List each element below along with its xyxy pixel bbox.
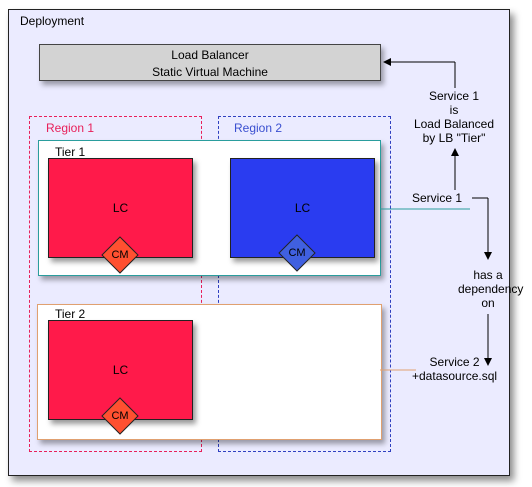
region-1-boundary — [29, 116, 202, 452]
dependency-line-text: dependency — [458, 282, 524, 296]
cm-node-tier1-region2[interactable]: CM — [278, 234, 316, 272]
cm-diamond-shape — [278, 234, 316, 272]
tier-1-label: Tier 1 — [55, 145, 86, 159]
cm-label: CM — [111, 410, 129, 422]
lb-annotation: Service 1 is Load Balanced by LB "Tier" — [404, 89, 504, 145]
cm-node-tier1-region1[interactable]: CM — [101, 236, 139, 274]
dependency-arrow-icon — [484, 252, 492, 260]
lb-annotation-line: Load Balanced — [413, 117, 495, 131]
lb-arrow-icon — [383, 58, 391, 66]
dependency-line-text: has a — [473, 268, 503, 282]
dependency-line-text: on — [481, 296, 495, 310]
region-1-label: Region 1 — [46, 121, 95, 135]
cm-diamond-shape — [101, 397, 139, 435]
cm-label: CM — [288, 247, 306, 259]
region-2-label: Region 2 — [234, 121, 283, 135]
region-2-boundary — [218, 116, 391, 452]
deployment-label: Deployment — [20, 14, 85, 28]
lc-label: LC — [112, 363, 129, 377]
load-balancer-subtitle: Static Virtual Machine — [152, 65, 268, 79]
service1-up-arrow-icon — [451, 148, 459, 156]
load-balancer-box[interactable]: Load Balancer Static Virtual Machine — [39, 44, 381, 81]
dependency-arrow-icon — [484, 358, 492, 366]
dependency-annotation: has a dependency on — [458, 268, 524, 310]
service1-label: Service 1 — [412, 191, 463, 205]
lb-annotation-line: Service 1 — [428, 89, 480, 103]
lc-label: LC — [112, 201, 129, 215]
load-balancer-title: Load Balancer — [171, 48, 249, 62]
service2-label: Service 2 +datasource.sql — [412, 355, 497, 383]
lb-annotation-line: is — [449, 103, 459, 117]
service2-name: Service 2 — [429, 355, 480, 369]
cm-node-tier2-region1[interactable]: CM — [101, 397, 139, 435]
lc-label: LC — [294, 201, 311, 215]
cm-label: CM — [111, 249, 129, 261]
lb-annotation-line: by LB "Tier" — [422, 131, 486, 145]
service2-datasource: +datasource.sql — [412, 369, 498, 383]
tier-2-label: Tier 2 — [55, 307, 86, 321]
cm-diamond-shape — [101, 236, 139, 274]
